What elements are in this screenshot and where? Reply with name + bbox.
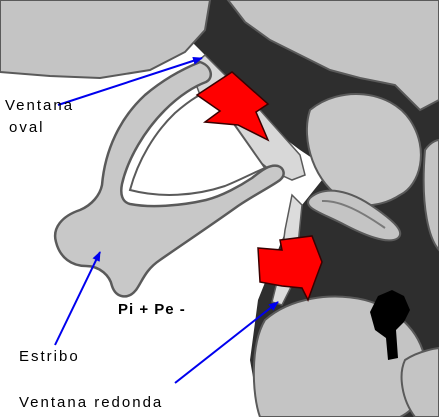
label-estribo: Estribo <box>19 348 80 366</box>
label-ventana-oval-line2: oval <box>9 119 45 137</box>
label-ventana-redonda: Ventana redonda <box>19 394 163 412</box>
label-pressure: Pi + Pe - <box>118 301 186 319</box>
label-ventana-oval-line1: Ventana <box>5 97 74 115</box>
